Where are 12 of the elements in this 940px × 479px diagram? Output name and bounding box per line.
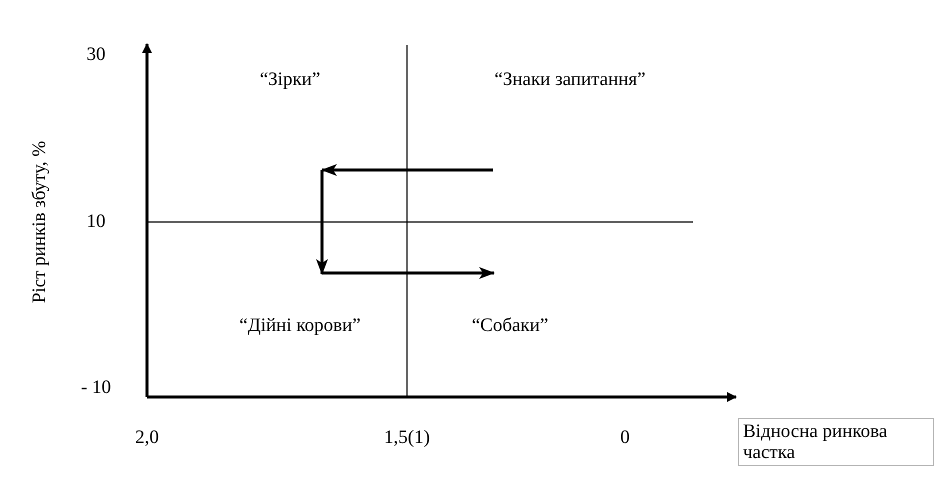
tick-label: 1,5(1): [384, 427, 430, 449]
quadrant-label: “Собаки”: [472, 315, 548, 337]
tick-label: 0: [620, 427, 630, 449]
tick-label: 10: [86, 211, 106, 233]
tick-label: 2,0: [135, 427, 159, 449]
axis-title: Ріст ринків збуту, %: [29, 140, 51, 304]
quadrant-label: “Знаки запитання”: [494, 69, 646, 91]
quadrant-label: “Зірки”: [260, 69, 320, 91]
text-box: Відносна ринкова частка: [738, 418, 934, 466]
quadrant-label: “Дійні корови”: [239, 315, 361, 337]
tick-label: 30: [86, 44, 106, 66]
tick-label: - 10: [80, 377, 112, 399]
